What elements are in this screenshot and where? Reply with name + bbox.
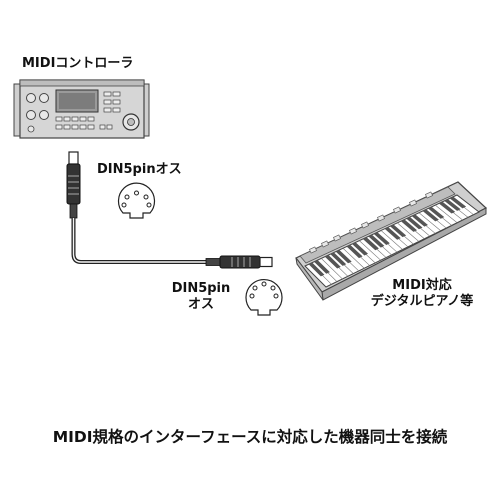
black-key <box>400 219 418 232</box>
keyboard-keys <box>308 196 474 285</box>
black-key <box>449 196 467 209</box>
din-connector-label-bottom-line1: DIN5pin <box>171 281 231 296</box>
black-key <box>324 255 341 269</box>
black-key <box>352 242 369 256</box>
din-connector-label-bottom: DIN5pin オス <box>168 281 234 313</box>
white-key-divider <box>321 258 343 280</box>
white-key-divider <box>435 204 458 223</box>
white-key-divider <box>342 248 365 269</box>
black-key <box>330 252 347 266</box>
din-connector-label-bottom-line2: オス <box>187 297 214 312</box>
din-connector-label-top: DIN5pinオス <box>97 162 182 177</box>
black-key <box>406 216 423 230</box>
black-key <box>346 244 363 259</box>
device-label-line1: MIDI対応 <box>392 278 452 293</box>
black-key <box>438 201 456 214</box>
black-key <box>384 227 401 240</box>
din5-pin-diagram-bottom <box>245 278 283 316</box>
din5-pin-diagram-top <box>117 182 156 219</box>
black-key <box>444 199 461 211</box>
white-key-divider <box>359 240 381 261</box>
black-key <box>314 260 330 274</box>
device-label: MIDI対応 デジタルピアノ等 <box>357 278 487 310</box>
white-key-divider <box>418 212 441 231</box>
device-label-line2: デジタルピアノ等 <box>370 294 474 309</box>
midi-controller-device <box>13 79 150 139</box>
black-key <box>368 234 385 248</box>
black-key <box>335 249 352 264</box>
white-key-divider <box>380 230 403 250</box>
controller-label: MIDIコントローラ <box>22 56 134 71</box>
black-key <box>373 232 390 245</box>
midi-cable <box>66 151 273 269</box>
caption: MIDI規格のインターフェースに対応した機器同士を接続 <box>52 428 448 446</box>
black-key <box>428 206 445 219</box>
black-key <box>362 237 379 251</box>
black-key <box>308 262 325 277</box>
black-key <box>411 214 428 227</box>
white-key-divider <box>397 222 420 242</box>
midi-keyboard-device <box>295 181 488 301</box>
black-key <box>422 209 439 222</box>
black-key <box>390 224 407 238</box>
